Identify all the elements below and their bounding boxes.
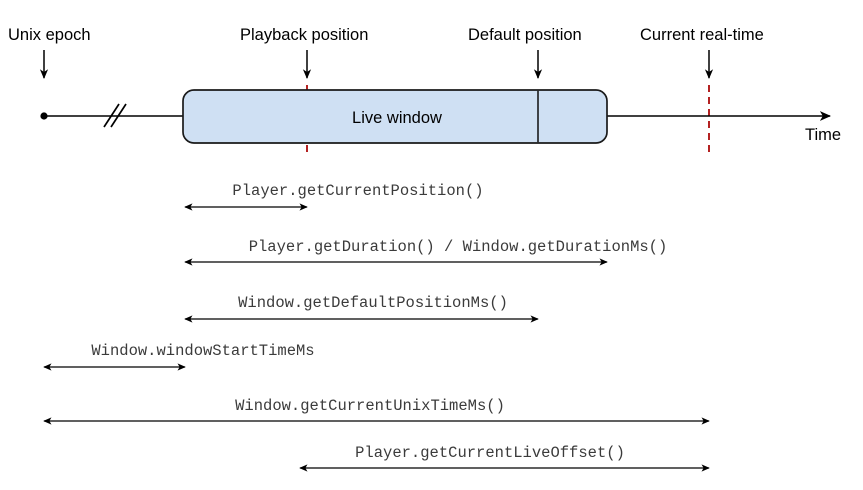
measure-label-get-current-unix-time-ms: Window.getCurrentUnixTimeMs()	[235, 397, 505, 415]
axis-break-slash-1	[103, 103, 120, 128]
live-window-box: Live window	[182, 89, 608, 144]
live-window-rect	[182, 89, 608, 144]
marker-label-playback-position: Playback position	[240, 26, 368, 44]
measure-get-current-live-offset: Player.getCurrentLiveOffset()	[299, 444, 710, 472]
axis-label-time: Time	[805, 126, 841, 144]
time-axis: Time	[40, 103, 841, 144]
axis-break-slash-2	[110, 103, 127, 128]
epoch-dot	[40, 112, 48, 120]
measure-label-get-current-position: Player.getCurrentPosition()	[232, 182, 483, 200]
measure-label-get-current-live-offset: Player.getCurrentLiveOffset()	[355, 444, 625, 462]
marker-label-current-real-time: Current real-time	[640, 26, 764, 44]
measure-label-get-duration: Player.getDuration() / Window.getDuratio…	[249, 238, 668, 256]
measure-get-current-unix-time-ms: Window.getCurrentUnixTimeMs()	[43, 397, 710, 425]
measure-label-window-start-time-ms: Window.windowStartTimeMs	[91, 342, 314, 360]
measure-window-start-time-ms: Window.windowStartTimeMs	[43, 342, 315, 371]
measure-label-get-default-position-ms: Window.getDefaultPositionMs()	[238, 294, 508, 312]
measure-get-current-position: Player.getCurrentPosition()	[184, 182, 484, 211]
marker-unix-epoch: Unix epoch	[8, 26, 91, 79]
marker-default-position: Default position	[468, 26, 582, 79]
measure-get-duration: Player.getDuration() / Window.getDuratio…	[184, 238, 668, 266]
marker-label-unix-epoch: Unix epoch	[8, 26, 91, 44]
marker-playback-position: Playback position	[240, 26, 368, 155]
live-window-label: Live window	[352, 109, 442, 127]
marker-current-real-time: Current real-time	[640, 26, 764, 155]
marker-label-default-position: Default position	[468, 26, 582, 44]
measure-get-default-position-ms: Window.getDefaultPositionMs()	[184, 294, 539, 323]
